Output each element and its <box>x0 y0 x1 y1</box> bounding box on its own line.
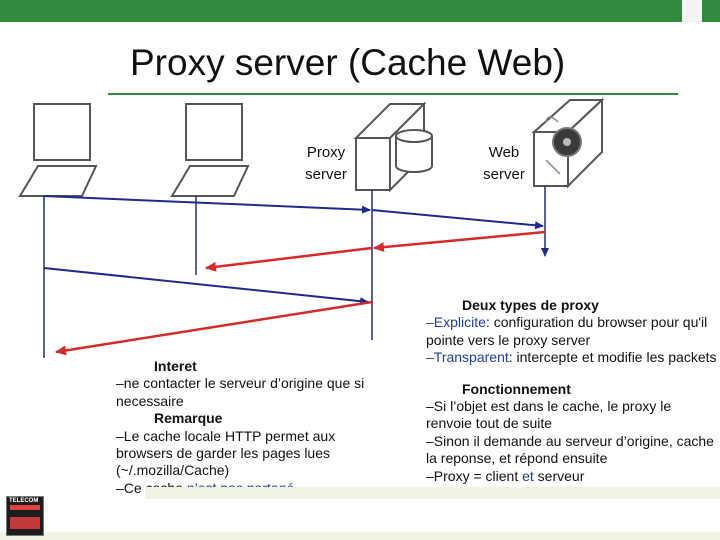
note-heading: Deux types de proxy <box>462 297 599 313</box>
top-bar <box>0 0 720 22</box>
response-to-client2-arrow <box>205 246 373 272</box>
note-heading: Interet <box>154 358 197 374</box>
note-line: : configuration du browser pour qu'il po… <box>426 314 708 348</box>
logo-text: TELECOM <box>9 498 39 504</box>
web-label-line: Web <box>488 144 520 161</box>
top-bar-segment <box>682 0 702 22</box>
response-arrow <box>373 230 546 253</box>
second-request-arrow <box>43 267 369 306</box>
note-line: –Proxy = client <box>426 467 523 484</box>
note-line: : intercepte et modifie les packets <box>508 349 717 366</box>
request-arrow <box>43 195 371 214</box>
client-computer-icon <box>18 103 98 197</box>
cached-response-arrow <box>55 300 373 356</box>
web-server-icon <box>531 97 605 189</box>
database-icon <box>395 129 433 173</box>
note-highlight: –Transparent <box>426 349 509 366</box>
forward-request-arrow <box>371 209 544 230</box>
note-line: serveur <box>533 467 585 484</box>
footer-band <box>0 532 720 540</box>
note-highlight: et <box>522 467 534 484</box>
proxy-label-line: Proxy <box>306 144 346 161</box>
telecom-logo: TELECOM <box>6 496 44 536</box>
slide-title: Proxy server (Cache Web) <box>130 42 566 83</box>
web-label-line: server <box>483 166 525 183</box>
client-computer-icon <box>170 103 250 197</box>
note-highlight: –Explicite <box>426 314 486 331</box>
note-line: –ne contacter le serveur d’origine que s… <box>116 375 365 409</box>
note-line: –Sinon il demande au serveur d’origine, … <box>426 432 714 467</box>
left-note: Interet –ne contacter le serveur d’origi… <box>116 358 372 497</box>
note-heading: Fonctionnement <box>462 380 571 397</box>
web-server-label: Web server <box>474 142 534 186</box>
note-line: –Si l’objet est dans le cache, le proxy … <box>426 398 672 432</box>
note-heading: Remarque <box>154 410 223 427</box>
proxy-label-line: server <box>305 166 347 183</box>
right-note: Deux types de proxy –Explicite: configur… <box>426 297 718 485</box>
title-divider <box>108 93 678 95</box>
note-line: –Le cache locale HTTP permet aux browser… <box>116 427 336 479</box>
bottom-band <box>145 487 720 499</box>
proxy-server-label: Proxy server <box>296 142 356 186</box>
